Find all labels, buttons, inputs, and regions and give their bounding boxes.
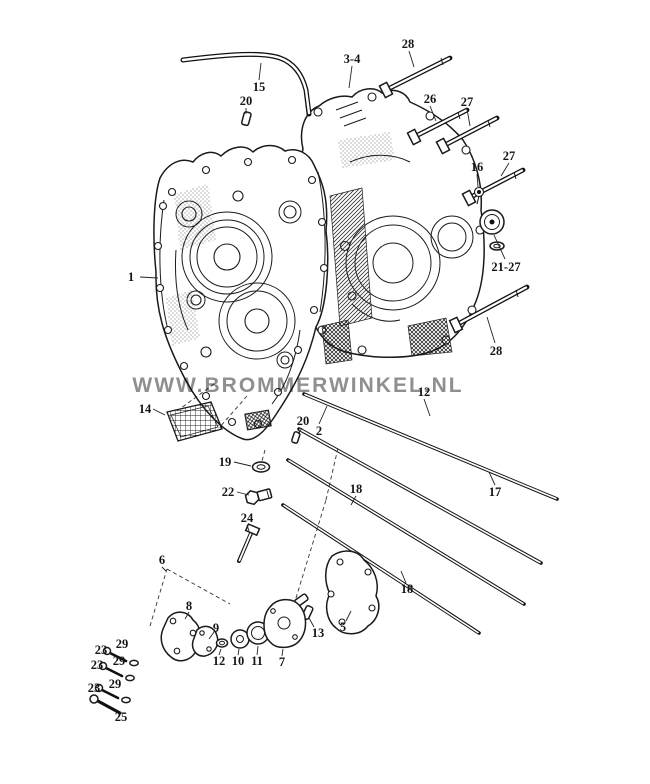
part-callout-14: 14 <box>139 402 152 416</box>
stud-bolt-d <box>281 503 481 635</box>
part-callout-2: 2 <box>316 424 322 438</box>
part-callout-28: 28 <box>402 37 415 51</box>
dowel-pin-20-top <box>240 111 252 127</box>
bolt-26 <box>406 107 470 146</box>
bottom-screen-patch-left <box>321 319 353 365</box>
part-callout-29: 29 <box>113 654 126 668</box>
part-callout-25: 25 <box>115 710 128 724</box>
part-callout-23: 23 <box>88 681 101 695</box>
clip-part-16 <box>473 186 485 205</box>
bolt-28-top <box>378 55 453 99</box>
assembly-dashed-lines <box>149 383 339 627</box>
part-callout-18: 18 <box>350 482 363 496</box>
part-callout-13: 13 <box>312 626 325 640</box>
part-callout-15: 15 <box>253 80 266 94</box>
part-callout-22: 22 <box>222 485 235 499</box>
part-callout-7: 7 <box>279 655 285 669</box>
center-hatch-patch <box>329 187 373 327</box>
part-callout-23: 23 <box>95 643 108 657</box>
screw-23-a <box>102 646 128 663</box>
part-callout-27: 27 <box>461 95 474 109</box>
part-callout-23: 23 <box>91 658 104 672</box>
drain-plug-22 <box>244 488 273 506</box>
part-callout-18: 18 <box>401 582 414 596</box>
part-callout-28: 28 <box>490 344 503 358</box>
part-callout-24: 24 <box>241 511 254 525</box>
part-callout-5: 5 <box>340 620 346 634</box>
bolt-24 <box>237 523 261 563</box>
part-callout-10: 10 <box>232 654 245 668</box>
part-callout-29: 29 <box>109 677 122 691</box>
part-callout-1: 1 <box>128 270 134 284</box>
part-callout-27: 27 <box>503 149 516 163</box>
screw-25 <box>89 694 122 715</box>
right-crankcase-half <box>295 88 485 365</box>
callout-leader-lines <box>139 50 510 657</box>
oil-screen <box>166 401 223 442</box>
breather-tube <box>180 51 312 117</box>
washer-29-b <box>125 674 135 682</box>
oil-pump-assembly <box>89 550 380 715</box>
sealing-washer-19 <box>251 461 271 473</box>
part-callout-12: 12 <box>213 654 226 668</box>
part-callout-21-27: 21-27 <box>491 260 520 274</box>
oil-pickup-block <box>244 409 272 431</box>
bolt-27-upper <box>435 115 500 155</box>
oil-filter-cap-21-27 <box>479 209 505 251</box>
part-callout-29: 29 <box>116 637 129 651</box>
pump-inner-rotor-10 <box>230 629 250 649</box>
top-stipple-patch <box>338 132 395 168</box>
dowel-pin-20-bottom <box>291 431 301 444</box>
part-callout-20: 20 <box>297 414 310 428</box>
part-callout-19: 19 <box>219 455 232 469</box>
stud-bolt-a <box>302 392 559 501</box>
part-callout-8: 8 <box>186 599 192 613</box>
part-callout-26: 26 <box>424 92 437 106</box>
stud-bolt-c <box>286 458 526 606</box>
screw-23-c <box>94 683 120 700</box>
part-callout-6: 6 <box>159 553 165 567</box>
part-callout-3-4: 3-4 <box>344 52 361 66</box>
pump-plate-9 <box>191 625 219 657</box>
watermark-text: WWW.BROMMERWINKEL.NL <box>132 374 463 397</box>
stud-bolts <box>281 392 559 635</box>
part-callout-11: 11 <box>251 654 263 668</box>
part-callout-17: 17 <box>489 485 502 499</box>
pump-washer-12 <box>215 638 229 648</box>
left-stipple-patch-upper <box>174 184 216 250</box>
bottom-screen-patch-right <box>407 317 453 357</box>
stud-bolt-b <box>297 427 543 565</box>
case-bolts <box>378 55 530 334</box>
bolt-28-right <box>448 284 530 334</box>
part-callout-12: 12 <box>418 385 431 399</box>
part-callout-9: 9 <box>213 621 219 635</box>
washer-29-a <box>129 659 139 667</box>
left-crankcase-half <box>153 144 329 441</box>
washer-29-c <box>121 696 131 704</box>
screw-23-b <box>98 661 124 678</box>
pump-cover-gasket-5 <box>325 550 380 635</box>
part-callout-20: 20 <box>240 94 253 108</box>
case-bolt-holes-left <box>153 155 329 429</box>
part-callout-16: 16 <box>471 160 484 174</box>
left-stipple-patch-lower <box>166 290 200 346</box>
pump-body-7 <box>263 593 309 649</box>
